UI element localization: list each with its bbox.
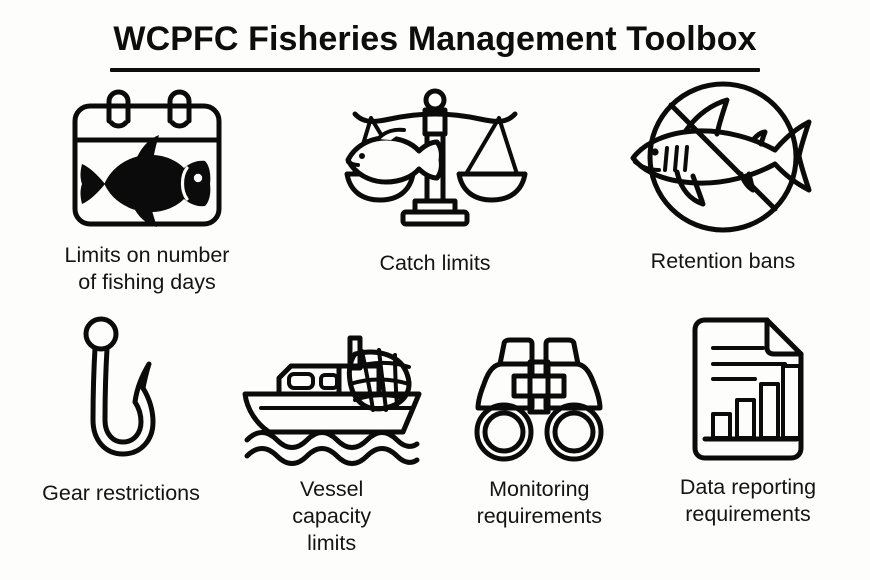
title-underline-rule xyxy=(110,68,760,72)
measure-label-data-reporting: Data reporting requirements xyxy=(679,475,817,526)
binoculars-icon xyxy=(466,312,612,462)
no-shark-icon xyxy=(625,81,821,233)
measure-item-data-reporting[interactable]: Data reporting requirements xyxy=(644,312,852,557)
measure-item-vessel-capacity[interactable]: Vessel capacity limits xyxy=(229,312,435,557)
measure-label-fishing-days: Limits on number of fishing days xyxy=(64,243,230,294)
measure-label-monitoring: Monitoring requirements xyxy=(476,477,603,528)
measure-item-retention-bans[interactable]: Retention bans xyxy=(598,81,848,296)
document-chart-icon xyxy=(687,312,809,462)
measures-row-top: Limits on number of fishing days xyxy=(0,81,870,296)
measure-label-catch-limits: Catch limits xyxy=(379,251,491,275)
measure-item-catch-limits[interactable]: Catch limits xyxy=(310,86,560,296)
page-title: WCPFC Fisheries Management Toolbox xyxy=(113,20,757,58)
measure-item-gear-restrictions[interactable]: Gear restrictions xyxy=(18,312,224,557)
measure-label-retention-bans: Retention bans xyxy=(650,249,796,273)
fishing-vessel-icon xyxy=(239,312,425,466)
measure-item-fishing-days[interactable]: Limits on number of fishing days xyxy=(22,86,272,296)
measure-item-monitoring[interactable]: Monitoring requirements xyxy=(439,312,639,557)
measure-label-vessel-capacity: Vessel capacity limits xyxy=(292,477,372,555)
calendar-fish-icon xyxy=(71,86,223,228)
title-block: WCPFC Fisheries Management Toolbox xyxy=(0,18,870,72)
measures-row-bottom: Gear restrictions xyxy=(0,312,870,557)
fish-hook-icon xyxy=(69,312,173,462)
balance-scale-fish-icon xyxy=(342,86,528,228)
measure-label-gear-restrictions: Gear restrictions xyxy=(42,481,200,505)
